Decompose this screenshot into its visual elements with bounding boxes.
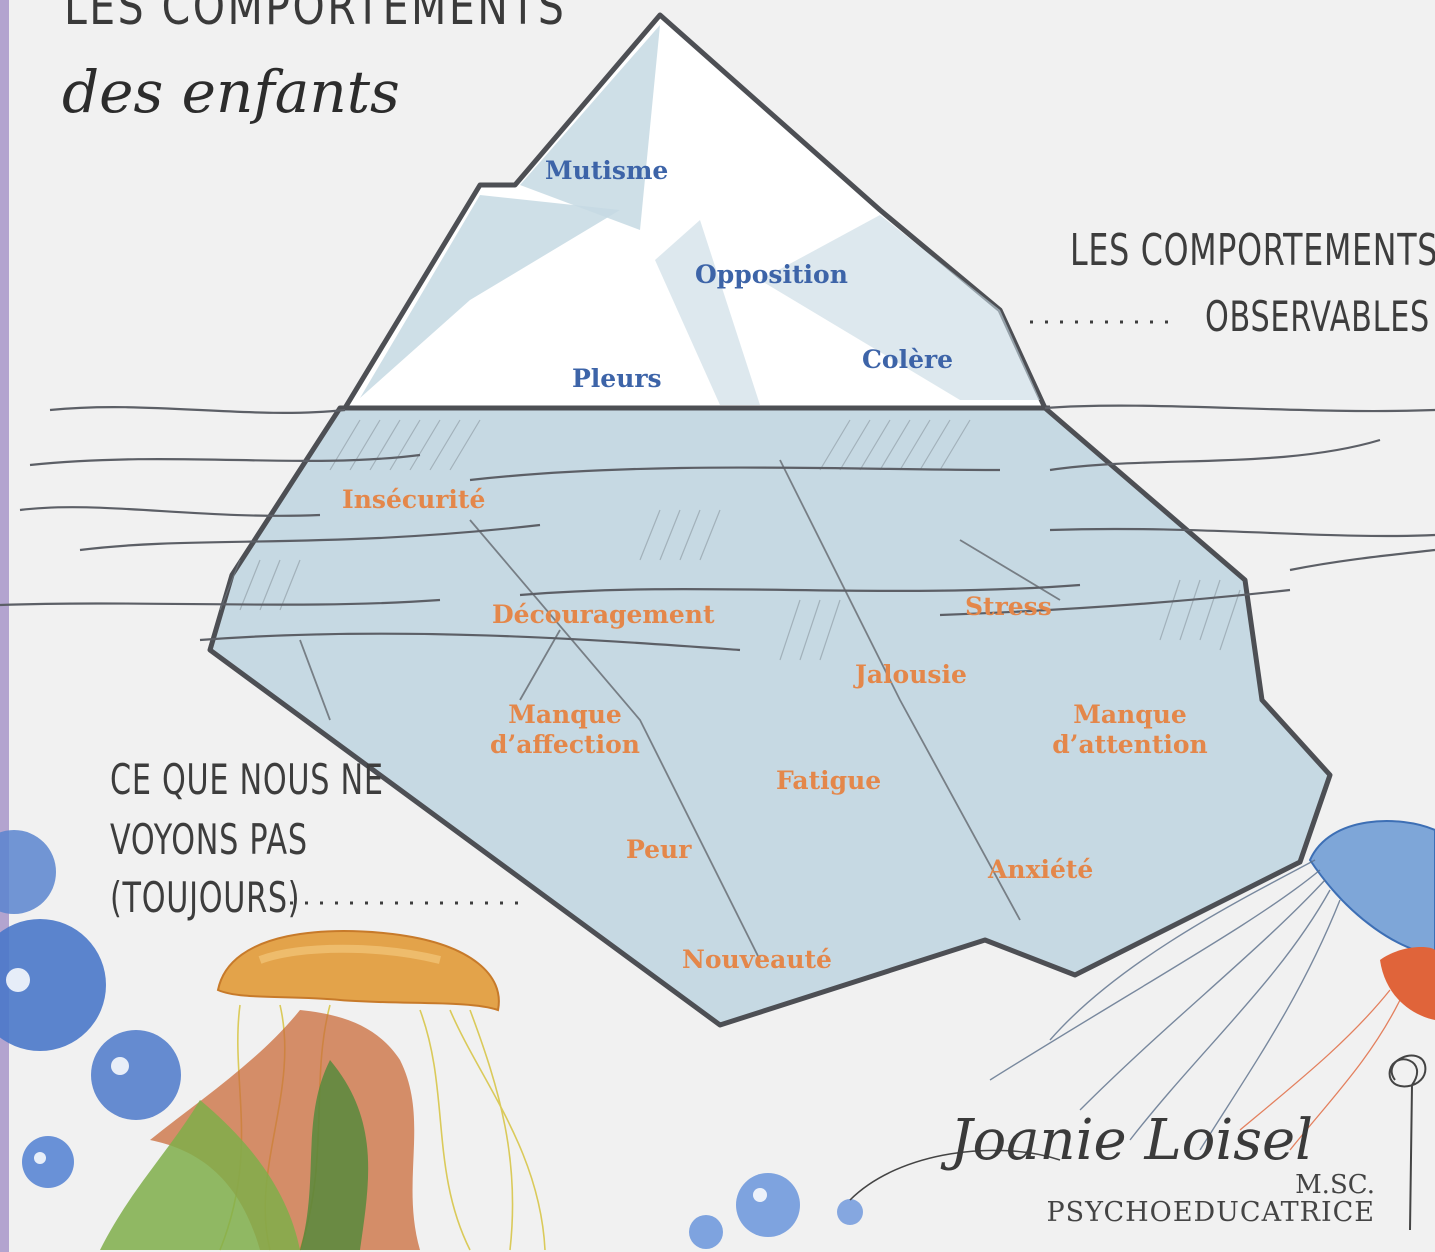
label-stress: Stress [965, 592, 1052, 621]
callout-hidden-line1: CE QUE NOUS NE [110, 755, 384, 804]
signature-role: PSYCHOEDUCATRICE [1046, 1197, 1375, 1228]
callout-observable-line1: LES COMPORTEMENTS [1070, 225, 1435, 276]
iceberg-underwater [207, 405, 1333, 1028]
label-insecurite: Insécurité [342, 485, 486, 514]
label-manque-affection: Manque d’affection [490, 700, 640, 759]
bubble [0, 830, 56, 914]
bubble [22, 1136, 74, 1188]
label-mutisme: Mutisme [545, 156, 669, 185]
callout-observable-line2: OBSERVABLES [1205, 292, 1430, 341]
label-peur: Peur [626, 835, 692, 864]
iceberg-cracks [299, 459, 1061, 961]
label-anxiete: Anxiété [988, 855, 1094, 884]
label-pleurs: Pleurs [572, 364, 662, 393]
jellyfish-right [849, 820, 1435, 1231]
jellyfish-left [100, 929, 546, 1251]
iceberg-tip-shade-mid [520, 25, 660, 230]
main-title: LES COMPORTEMENTS [64, 0, 567, 36]
label-opposition: Opposition [695, 260, 848, 289]
label-manque-attention: Manque d’attention [1052, 700, 1208, 759]
label-colere: Colère [862, 345, 954, 374]
bubble [0, 919, 106, 1051]
signature-credential: M.SC. [1295, 1170, 1375, 1200]
sidebar-stripe [0, 0, 9, 1252]
label-jalousie: Jalousie [855, 660, 967, 689]
iceberg-tip-shade-left [360, 195, 620, 398]
bubble [837, 1199, 863, 1225]
iceberg-tip-shade-right [760, 215, 1040, 400]
label-fatigue: Fatigue [776, 766, 882, 795]
main-subtitle: des enfants [62, 58, 400, 126]
iceberg-tip-shade-crack [655, 220, 760, 405]
signature-name: Joanie Loisel [950, 1108, 1314, 1173]
bubble-group [0, 830, 863, 1249]
bubble [736, 1173, 800, 1237]
bubble [689, 1215, 723, 1249]
label-nouveaute: Nouveauté [682, 945, 832, 974]
callout-hidden-line3: (TOUJOURS) [110, 873, 301, 922]
iceberg-hatching [219, 419, 1241, 661]
label-decouragement: Découragement [492, 600, 715, 629]
bubble [91, 1030, 181, 1120]
callout-hidden-line2: VOYONS PAS [110, 815, 308, 864]
water-waves [0, 404, 1435, 652]
